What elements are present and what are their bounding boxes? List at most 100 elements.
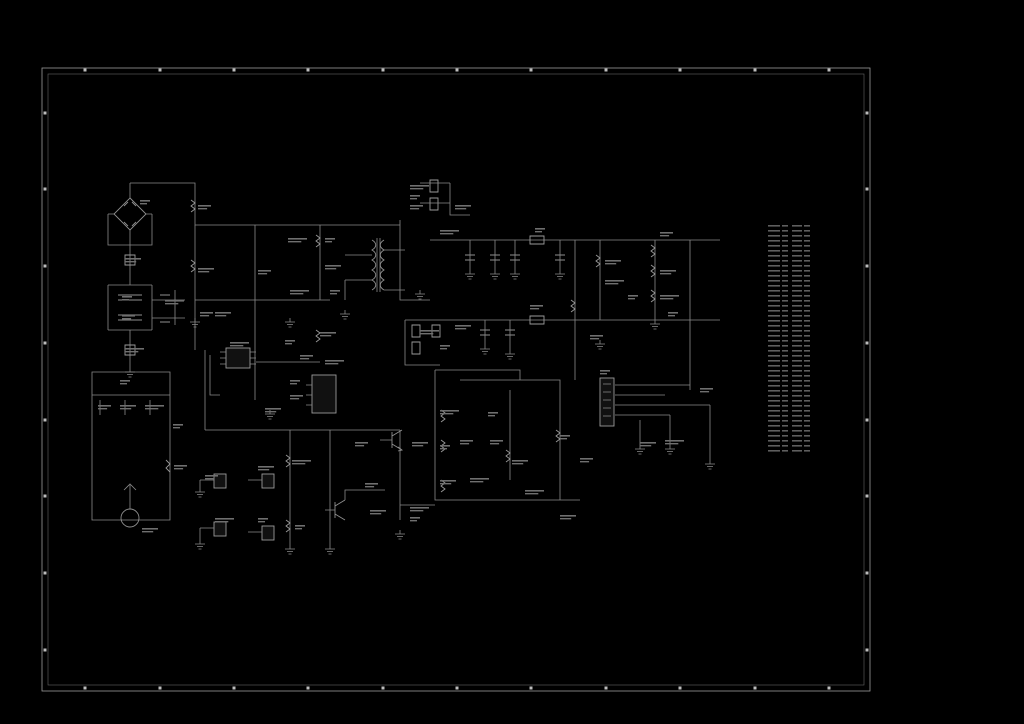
parts-list-entry	[792, 375, 802, 377]
ground-symbol	[555, 270, 565, 280]
parts-list-entry	[792, 390, 802, 392]
parts-list-entry	[782, 435, 788, 437]
parts-list-entry	[768, 250, 780, 252]
component-label-mark	[410, 517, 420, 519]
parts-list-entry	[768, 315, 780, 317]
component-label-mark	[440, 233, 454, 235]
zone-tick	[865, 494, 869, 498]
parts-list-entry	[782, 265, 788, 267]
component-label-mark	[325, 241, 332, 243]
parts-list-entry	[792, 240, 802, 242]
parts-list-entry	[804, 250, 810, 252]
component-label-mark	[605, 280, 624, 282]
zone-tick	[753, 686, 757, 690]
parts-list-entry	[792, 370, 802, 372]
parts-list-entry	[768, 345, 780, 347]
parts-list-entry	[768, 375, 780, 377]
parts-list-entry	[804, 375, 810, 377]
component-label-mark	[330, 290, 340, 292]
component-label-mark	[560, 435, 570, 437]
parts-list-entry	[768, 260, 780, 262]
component-label-mark	[320, 332, 336, 334]
input-filter-section	[91, 245, 185, 528]
parts-list-entry	[768, 230, 780, 232]
zone-tick	[865, 341, 869, 345]
component-label-mark	[174, 465, 187, 467]
component-label-mark	[290, 290, 309, 292]
component-label-mark	[470, 478, 489, 480]
parts-list-entry	[792, 280, 802, 282]
component-label-mark	[355, 442, 368, 444]
parts-list-entry	[792, 255, 802, 257]
ground-symbol	[480, 345, 490, 355]
parts-list-entry	[792, 420, 802, 422]
parts-list-entry	[804, 320, 810, 322]
component-label-mark	[174, 468, 184, 470]
component-label-mark	[125, 351, 139, 353]
parts-list-entry	[782, 330, 788, 332]
parts-list-entry	[782, 315, 788, 317]
parts-list-entry	[782, 365, 788, 367]
component-label-mark	[460, 440, 473, 442]
ground-symbol	[465, 270, 475, 280]
parts-list-entry	[782, 345, 788, 347]
component-label-mark	[215, 312, 231, 314]
parts-list-entry	[792, 260, 802, 262]
component-label-mark	[325, 238, 335, 240]
parts-list-entry	[792, 300, 802, 302]
ground-symbol	[490, 270, 500, 280]
parts-list-entry	[782, 340, 788, 342]
component-label-mark	[412, 442, 428, 444]
component-label-mark	[490, 443, 500, 445]
component-label-mark	[290, 398, 300, 400]
component-label-mark	[288, 241, 302, 243]
border-zone-ticks	[43, 68, 869, 690]
component-label-mark	[530, 308, 540, 310]
ground-symbol	[505, 350, 515, 360]
component-label-mark	[440, 413, 454, 415]
component-label-mark	[490, 440, 503, 442]
parts-list-entry	[792, 380, 802, 382]
parts-list-entry	[792, 345, 802, 347]
parts-list-entry	[804, 440, 810, 442]
component-label-mark	[420, 333, 434, 335]
component-label-mark	[300, 358, 310, 360]
parts-list-entry	[768, 340, 780, 342]
component-label-mark	[590, 335, 603, 337]
component-label-mark	[525, 490, 544, 492]
parts-list-entry	[782, 235, 788, 237]
component-label-mark	[410, 507, 429, 509]
parts-list-entry	[768, 405, 780, 407]
parts-list-entry	[792, 250, 802, 252]
parts-list-entry	[768, 400, 780, 402]
component-label-mark	[455, 328, 467, 330]
parts-list-entry	[768, 235, 780, 237]
component-label-mark	[258, 521, 265, 523]
parts-list-entry	[804, 405, 810, 407]
component-label-mark	[295, 525, 305, 527]
parts-list-entry	[768, 280, 780, 282]
component-label-mark	[512, 463, 524, 465]
component-label-mark	[440, 445, 450, 447]
parts-list-entry	[792, 330, 802, 332]
parts-list-entry	[792, 400, 802, 402]
parts-list-entry	[768, 225, 780, 227]
component-label-mark	[320, 335, 332, 337]
component-label-mark	[700, 388, 713, 390]
component-label-mark	[660, 298, 674, 300]
zone-tick	[604, 68, 608, 72]
parts-list-entry	[768, 365, 780, 367]
component-label-mark	[125, 261, 137, 263]
component-label-mark	[173, 427, 180, 429]
parts-list-entry	[782, 420, 788, 422]
parts-list-entry	[804, 380, 810, 382]
parts-list-entry	[804, 435, 810, 437]
zone-tick	[158, 686, 162, 690]
parts-list-entry	[768, 310, 780, 312]
parts-list-entry	[792, 225, 802, 227]
parts-list-entry	[792, 365, 802, 367]
component-label-mark	[120, 405, 136, 407]
parts-list-entry	[782, 335, 788, 337]
component-label-mark	[600, 373, 607, 375]
parts-list-entry	[782, 380, 788, 382]
